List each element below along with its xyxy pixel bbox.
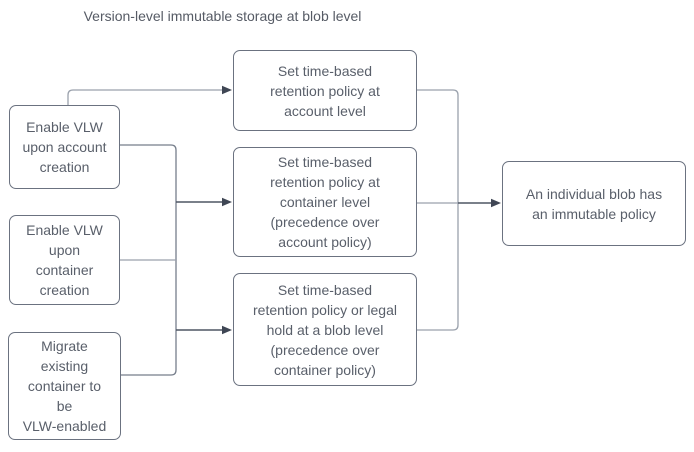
node-blob-immutable-policy: An individual blob has an immutable poli…: [502, 161, 686, 246]
node-migrate-existing-container: Migrate existing container to be VLW-ena…: [8, 332, 121, 440]
node-enable-vlw-account: Enable VLW upon account creation: [9, 105, 120, 189]
arrowhead-icon: [491, 198, 501, 208]
node-retention-container-level: Set time-based retention policy at conta…: [233, 147, 417, 257]
node-retention-account-level: Set time-based retention policy at accou…: [233, 50, 417, 131]
diagram-title: Version-level immutable storage at blob …: [83, 8, 362, 24]
connector-right-trunk: [417, 89, 459, 331]
node-label: Migrate existing container to be VLW-ena…: [22, 338, 107, 434]
node-label: Enable VLW upon container creation: [26, 222, 103, 298]
arrowhead-icon: [222, 85, 232, 95]
node-label: An individual blob has an immutable poli…: [525, 185, 663, 222]
node-enable-vlw-container: Enable VLW upon container creation: [9, 215, 120, 305]
arrowhead-icon: [222, 197, 232, 207]
node-label: Set time-based retention policy at accou…: [270, 62, 380, 119]
node-label: Set time-based retention policy or legal…: [253, 281, 397, 378]
connector-account-to-retention: [67, 89, 222, 105]
arrowhead-icon: [222, 325, 232, 335]
node-label: Enable VLW upon account creation: [22, 119, 107, 175]
node-label: Set time-based retention policy at conta…: [270, 154, 380, 250]
node-retention-blob-level: Set time-based retention policy or legal…: [233, 273, 417, 386]
